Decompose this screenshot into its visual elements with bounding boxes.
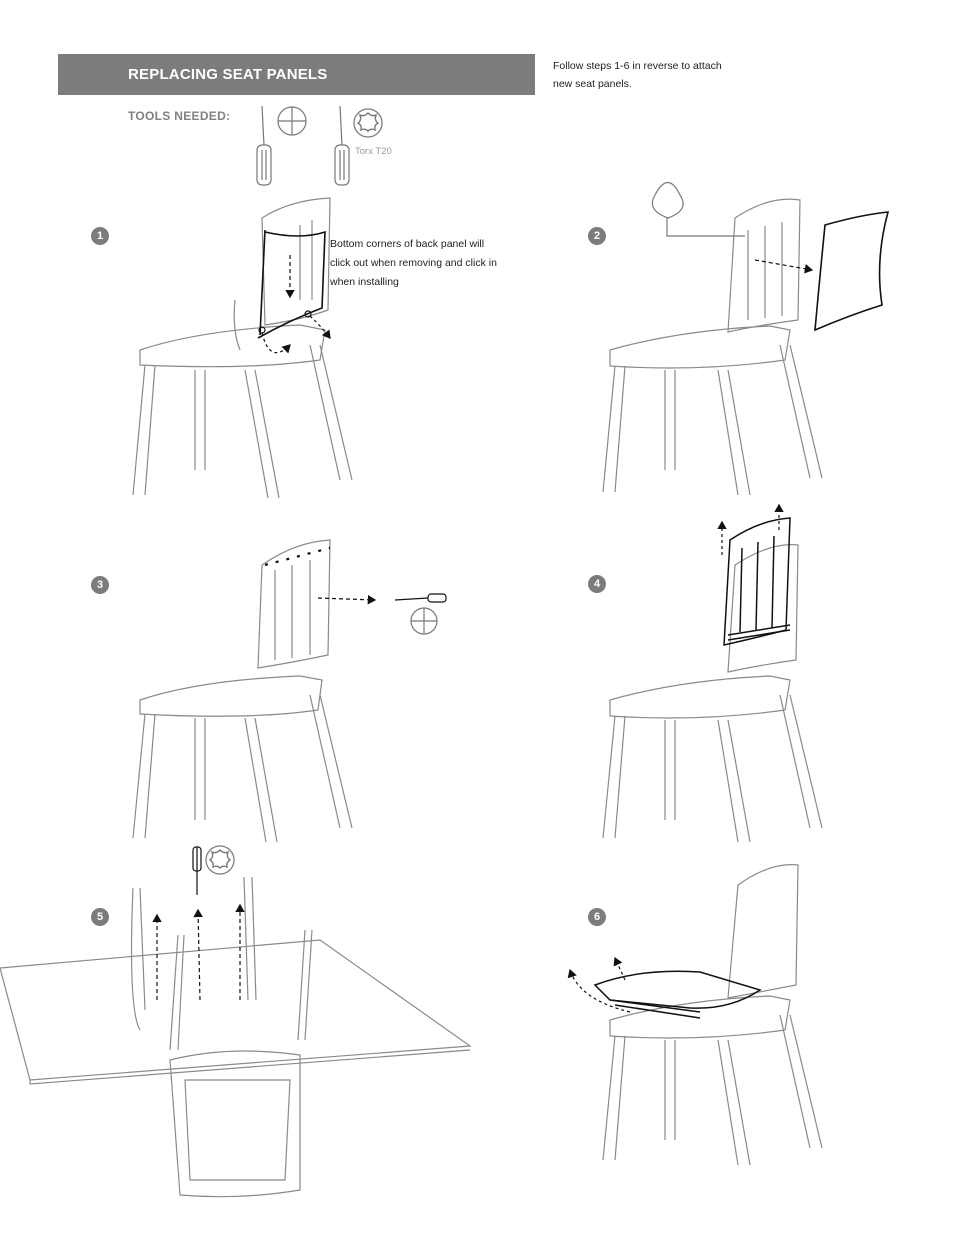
step-1-badge: 1 xyxy=(91,227,109,245)
section-header-bar: REPLACING SEAT PANELS xyxy=(58,54,535,95)
chair-step-3 xyxy=(132,539,447,843)
phillips-screwdriver-icon xyxy=(256,105,307,186)
tools-needed-label: TOOLS NEEDED: xyxy=(128,109,231,123)
page-title: REPLACING SEAT PANELS xyxy=(128,66,328,83)
chair-step-2 xyxy=(602,181,890,496)
step-1-note: Bottom corners of back panel will click … xyxy=(330,238,497,288)
step-2-badge: 2 xyxy=(588,227,606,245)
chair-step-6 xyxy=(567,864,823,1166)
torx-screwdriver-icon xyxy=(334,105,383,186)
chair-step-5 xyxy=(0,845,472,1198)
step-3-badge: 3 xyxy=(91,576,109,594)
torx-caption: Torx T20 xyxy=(355,146,392,157)
step-5-badge: 5 xyxy=(91,908,109,926)
chair-step-4 xyxy=(602,503,823,843)
chair-step-1 xyxy=(132,197,353,499)
step-4-badge: 4 xyxy=(588,575,606,593)
intro-note: Follow steps 1-6 in reverse to attach ne… xyxy=(553,60,722,90)
step-6-badge: 6 xyxy=(588,908,606,926)
